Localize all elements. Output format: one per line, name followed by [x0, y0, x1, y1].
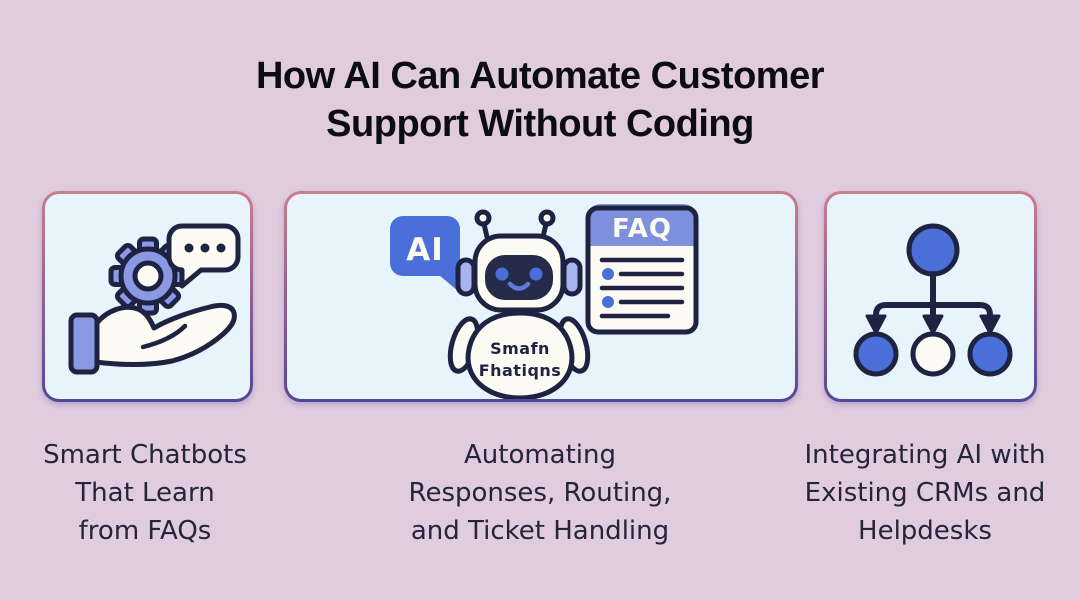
faq-document-icon: FAQ — [585, 204, 699, 335]
card-integrating-ai-body — [827, 194, 1034, 399]
svg-text:Fhatiqns: Fhatiqns — [479, 361, 562, 380]
hand-cuff — [68, 312, 100, 375]
robot-icon: Smafn Fhatiqns — [447, 209, 591, 399]
svg-text:AI: AI — [406, 232, 444, 268]
caption-line: Responses, Routing, — [408, 478, 672, 508]
hierarchy-leaf-right — [967, 331, 1013, 377]
robot-body — [465, 310, 575, 399]
arrow-down-right — [979, 314, 1001, 335]
card-smart-chatbots-body — [45, 194, 250, 399]
caption-line: Helpdesks — [858, 516, 992, 546]
caption-line: That Learn — [75, 478, 215, 508]
robot-left-antenna — [474, 209, 492, 227]
robot-left-ear — [455, 257, 477, 297]
hierarchy-leaf-middle — [910, 331, 956, 377]
caption-line: Automating — [463, 440, 617, 470]
chat-bubble-icon — [166, 223, 241, 289]
caption-integrating-ai: Integrating AI with Existing CRMs and He… — [755, 436, 1080, 550]
caption-line: from FAQs — [78, 516, 212, 546]
robot-smile — [507, 281, 531, 291]
ai-badge: AI — [390, 216, 460, 291]
hand-icon — [68, 302, 237, 375]
robot-face — [485, 255, 553, 300]
chatbot-faq-icon: AI FAQ — [390, 204, 699, 399]
svg-text:FAQ: FAQ — [612, 214, 672, 244]
card-smart-chatbots — [42, 191, 253, 402]
card-automating-responses-body: AI FAQ — [287, 194, 795, 399]
caption-line: and Ticket Handling — [410, 516, 670, 546]
robot-right-antenna — [538, 209, 556, 227]
caption-line: Existing CRMs and — [804, 478, 1046, 508]
page-title-line-1: How AI Can Automate Customer — [255, 55, 825, 97]
page-title-line-2: Support Without Coding — [326, 103, 754, 145]
svg-text:Smafn: Smafn — [490, 339, 550, 358]
card-integrating-ai — [824, 191, 1037, 402]
card-automating-responses: AI FAQ — [284, 191, 798, 402]
caption-line: Smart Chatbots — [43, 440, 247, 470]
hierarchy-root-node — [906, 223, 960, 277]
caption-automating-responses: Automating Responses, Routing, and Ticke… — [360, 436, 720, 550]
page-title: How AI Can Automate Customer Support Wit… — [0, 52, 1080, 148]
arrow-down-left — [865, 314, 887, 335]
caption-line: Integrating AI with — [804, 440, 1046, 470]
hand-gear-chat-icon — [68, 223, 241, 375]
robot-right-ear — [561, 257, 583, 297]
arrow-down-middle — [922, 314, 944, 335]
hierarchy-icon — [853, 223, 1013, 377]
caption-smart-chatbots: Smart Chatbots That Learn from FAQs — [5, 436, 285, 550]
hierarchy-leaf-left — [853, 331, 899, 377]
